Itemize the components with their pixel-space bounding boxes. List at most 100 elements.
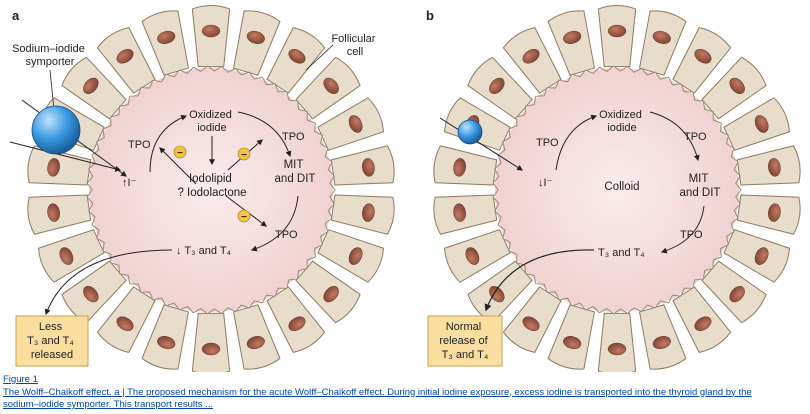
iodide-decrease-label: ↓I⁻: [538, 177, 553, 189]
mit-dit-b-line1: MIT: [689, 173, 709, 185]
tpo-label-b-top: TPO: [536, 137, 559, 149]
oxidized-iodide-b-line2: iodide: [607, 122, 636, 134]
symporter-leader-a: [49, 69, 55, 111]
mit-dit-a-line1: MIT: [284, 159, 304, 171]
iodide-influx-arrow-2: [9, 141, 122, 172]
cell-nucleus: [522, 316, 540, 332]
cell-nucleus: [768, 158, 781, 177]
caption-line-1[interactable]: The Wolff–Chaikoff effect. a | The propo…: [3, 386, 752, 398]
cell-nucleus: [652, 336, 671, 350]
iodolipid-label: Iodolipid ? Iodolactone: [177, 173, 246, 199]
follicular-cell: [191, 312, 231, 372]
release-arrow-a: [44, 249, 173, 316]
cell-nucleus: [563, 30, 582, 44]
cell-nucleus: [116, 316, 134, 332]
follicular-cells-a: [27, 4, 395, 372]
cell-nucleus: [453, 158, 466, 177]
iodide-influx-arrow-b: [439, 117, 524, 171]
cell-nucleus: [246, 30, 265, 44]
release-arrow-b: [484, 249, 595, 312]
tpo-label-a-top: TPO: [128, 139, 151, 151]
less-released-text: Less T₃ and T₄ released: [27, 321, 77, 361]
pathway-arrow-b-iodide-to-oxidized: [555, 114, 598, 171]
inhibit-badge-a-3: −: [237, 209, 251, 223]
symporter-label-line2: symporter: [26, 56, 75, 68]
panel-b: b ↓I⁻ TPO Oxidized iodide TPO Colloid MI…: [426, 4, 801, 372]
cell-nucleus: [83, 286, 99, 303]
pathway-arrow-a-mit-to-t3t4: [250, 195, 299, 252]
cell-nucleus: [652, 30, 671, 44]
cell-nucleus: [157, 30, 176, 44]
cell-nucleus: [59, 247, 74, 265]
cell-nucleus: [729, 77, 745, 94]
cell-nucleus: [465, 247, 480, 265]
cell-nucleus: [489, 286, 505, 303]
less-released-line2: T₃ and T₄: [27, 335, 74, 347]
cell-nucleus: [362, 203, 375, 222]
sodium-iodide-symporter-a: [31, 105, 81, 155]
t3-t4-label-b: T₃ and T₄: [598, 247, 645, 259]
cell-nucleus: [563, 336, 582, 350]
cell-nucleus: [768, 203, 781, 222]
colloid-lumen-b: [495, 68, 739, 312]
follicular-cell-label: Follicular cell: [331, 33, 378, 58]
cell-nucleus: [754, 247, 769, 265]
cell-nucleus: [201, 342, 221, 356]
cell-nucleus: [348, 115, 363, 133]
iodolipid-line2: ? Iodolactone: [177, 187, 246, 199]
pathway-arrow-b-mit-to-t3t4: [660, 205, 705, 254]
follicular-cell: [597, 312, 637, 372]
figure-caption: Figure 1 The Wolff–Chaikoff effect. a | …: [3, 374, 807, 412]
cell-nucleus: [288, 48, 306, 64]
figure-label-link[interactable]: Figure 1: [3, 374, 38, 385]
follicular-cells-b: [433, 4, 801, 372]
cell-nucleus: [348, 247, 363, 265]
cell-nucleus: [323, 77, 339, 94]
cell-nucleus: [694, 48, 712, 64]
sodium-iodide-symporter-b: [457, 119, 483, 145]
normal-release-text: Normal release of T₃ and T₄: [439, 321, 490, 361]
panel-a-letter: a: [12, 8, 20, 23]
cell-nucleus: [323, 286, 339, 303]
microvilli-border-b: [492, 65, 742, 315]
cell-nucleus: [607, 24, 627, 38]
pathway-arrow-a-oxidized-to-mit: [237, 111, 292, 158]
colloid-label: Colloid: [604, 181, 639, 193]
cell-nucleus: [522, 48, 540, 64]
pathway-arrow-b-oxidized-to-mit: [649, 111, 700, 162]
normal-release-line1: Normal: [446, 321, 481, 333]
cell-nucleus: [201, 24, 221, 38]
inhibit-arrow-a-1: [159, 147, 197, 185]
normal-release-box: [427, 315, 503, 367]
caption-line-2[interactable]: sodium–iodide symporter. This transport …: [3, 399, 213, 410]
normal-release-line2: release of: [439, 335, 488, 347]
oxidized-iodide-a-line2: iodide: [197, 122, 226, 134]
mit-dit-a-line2: and DIT: [275, 173, 316, 185]
microvilli-border-a: [86, 65, 336, 315]
inhibit-symbol-a-2: −: [241, 150, 247, 161]
follicular-cell-line2: cell: [347, 46, 364, 58]
inhibit-badge-a-2: −: [237, 147, 251, 161]
cell-nucleus: [453, 203, 466, 222]
symporter-label-line1: Sodium–iodide: [12, 43, 85, 55]
panel-a: a Sodium–iodide symporter Follicular cel…: [0, 0, 405, 372]
symporter-label-a: Sodium–iodide symporter: [12, 43, 88, 68]
cell-nucleus: [246, 336, 265, 350]
oxidized-iodide-a-line1: Oxidized: [189, 109, 232, 121]
inhibit-symbol-a-1: −: [177, 148, 183, 159]
cell-nucleus: [47, 203, 60, 222]
less-released-line1: Less: [39, 321, 63, 333]
mit-dit-b-line2: and DIT: [680, 187, 721, 199]
cell-nucleus: [607, 342, 627, 356]
cell-nucleus: [489, 77, 505, 94]
less-released-line3: released: [31, 349, 73, 361]
oxidized-iodide-b-line1: Oxidized: [599, 109, 642, 121]
cell-nucleus: [288, 316, 306, 332]
inhibit-symbol-a-3: −: [241, 212, 247, 223]
iodide-increase-label: ↑I⁻: [122, 177, 137, 189]
cell-nucleus: [116, 48, 134, 64]
tpo-label-a-right: TPO: [282, 131, 305, 143]
cell-nucleus: [729, 286, 745, 303]
cell-nucleus: [754, 115, 769, 133]
oxidized-iodide-a: Oxidized iodide: [189, 109, 235, 134]
